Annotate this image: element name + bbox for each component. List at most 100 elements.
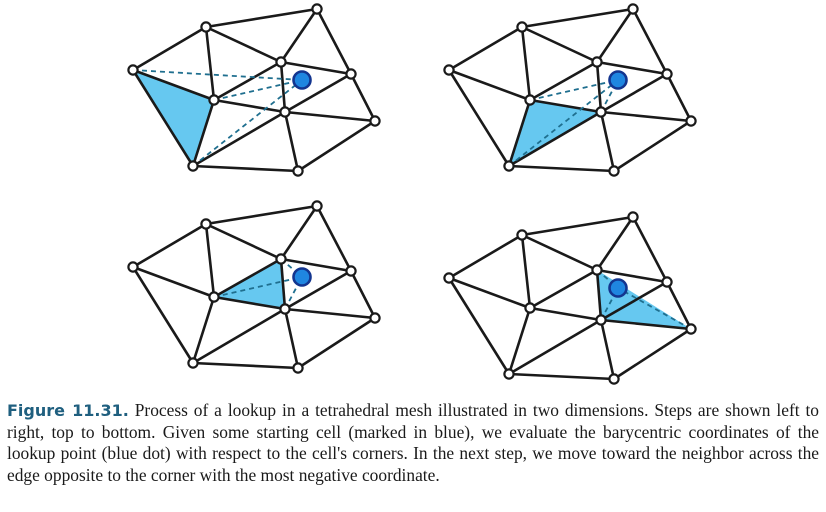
mesh-edge — [131, 68, 195, 168]
mesh-vertex — [591, 56, 603, 68]
mesh-edge — [599, 72, 669, 114]
mesh-edge — [212, 295, 287, 311]
active-cell — [133, 70, 214, 166]
mesh-edge — [595, 268, 603, 322]
mesh-edge — [631, 215, 669, 284]
mesh-edge — [191, 110, 287, 168]
barycentric-line — [529, 79, 619, 101]
mesh-vertex — [661, 68, 673, 80]
mesh-edge — [279, 60, 287, 114]
mesh-vertex — [311, 3, 323, 15]
mesh-vertex — [627, 211, 639, 223]
mesh-edge — [349, 269, 377, 320]
mesh-edge — [212, 257, 283, 299]
mesh-vertex — [345, 265, 357, 277]
mesh-vertex — [208, 291, 220, 303]
mesh-edge — [191, 98, 216, 168]
mesh-edge — [191, 361, 300, 370]
mesh-edge — [447, 276, 532, 310]
mesh-edge — [296, 316, 377, 370]
mesh-edge — [520, 7, 635, 29]
mesh-edge — [665, 280, 693, 331]
mesh-edge — [296, 119, 377, 173]
mesh-edge — [599, 318, 693, 331]
mesh-edge — [283, 269, 353, 311]
figure-caption-text: Process of a lookup in a tetrahedral mes… — [7, 400, 820, 485]
mesh-edge — [612, 327, 693, 381]
mesh-edge — [283, 307, 300, 370]
mesh-edge — [131, 222, 208, 269]
mesh-edge — [528, 98, 603, 114]
mesh-edge — [204, 204, 319, 226]
mesh-vertex — [443, 272, 455, 284]
mesh-vertex — [187, 160, 199, 172]
mesh-edge — [612, 119, 693, 173]
mesh-vertex — [369, 115, 381, 127]
mesh-edge — [599, 280, 669, 322]
barycentric-line — [213, 276, 303, 298]
mesh-edge — [599, 110, 693, 123]
panel-step-2 — [443, 3, 697, 177]
lookup-point — [292, 70, 312, 90]
mesh-edge — [507, 372, 616, 381]
mesh-vertex — [208, 94, 220, 106]
mesh-edge — [131, 68, 216, 102]
mesh-vertex — [661, 276, 673, 288]
mesh-edge — [631, 7, 669, 76]
mesh-vertex — [503, 160, 515, 172]
mesh-edge — [279, 60, 353, 76]
mesh-edge — [283, 110, 300, 173]
mesh-vertex — [503, 368, 515, 380]
mesh-vertex — [595, 106, 607, 118]
mesh-edge — [595, 60, 669, 76]
mesh-vertex — [685, 323, 697, 335]
figure-label: Figure 11.31. — [7, 401, 129, 420]
mesh-edge — [279, 257, 287, 311]
mesh-vertex — [292, 362, 304, 374]
panel-step-3 — [127, 200, 381, 374]
mesh-edge — [283, 72, 353, 114]
mesh-edge — [528, 268, 599, 310]
mesh-edge — [204, 25, 283, 64]
mesh-edge — [204, 222, 216, 299]
mesh-edge — [665, 72, 693, 123]
mesh-vertex — [524, 302, 536, 314]
mesh-edge — [595, 7, 635, 64]
mesh-edge — [520, 233, 532, 310]
mesh-edge — [212, 98, 287, 114]
mesh-edge — [447, 68, 511, 168]
barycentric-line — [617, 287, 692, 330]
mesh-edge — [528, 60, 599, 102]
mesh-edge — [507, 98, 532, 168]
figure-caption: Figure 11.31. Process of a lookup in a t… — [7, 400, 819, 486]
mesh-edge — [520, 25, 532, 102]
active-cell — [214, 259, 285, 309]
mesh-vertex — [275, 253, 287, 265]
mesh-edge — [191, 295, 216, 365]
mesh-edge — [447, 276, 511, 376]
mesh-vertex — [292, 165, 304, 177]
mesh-vertex — [524, 94, 536, 106]
mesh-edge — [595, 268, 669, 284]
mesh-edge — [520, 25, 599, 64]
mesh-edge — [283, 307, 377, 320]
mesh-vertex — [311, 200, 323, 212]
active-cell — [509, 100, 601, 166]
barycentric-line — [132, 69, 303, 81]
mesh-vertex — [279, 106, 291, 118]
lookup-point — [608, 278, 628, 298]
mesh-edge — [315, 204, 353, 273]
mesh-edge — [279, 7, 319, 64]
mesh-vertex — [200, 218, 212, 230]
mesh-edge — [447, 25, 524, 72]
mesh-edge — [520, 215, 635, 237]
mesh-vertex — [443, 64, 455, 76]
mesh-edge — [212, 60, 283, 102]
mesh-edge — [599, 318, 616, 381]
mesh-edge — [204, 25, 216, 102]
mesh-vertex — [187, 357, 199, 369]
mesh-edge — [507, 164, 616, 173]
mesh-edge — [599, 110, 616, 173]
mesh-vertex — [591, 264, 603, 276]
lookup-figure — [127, 3, 697, 385]
